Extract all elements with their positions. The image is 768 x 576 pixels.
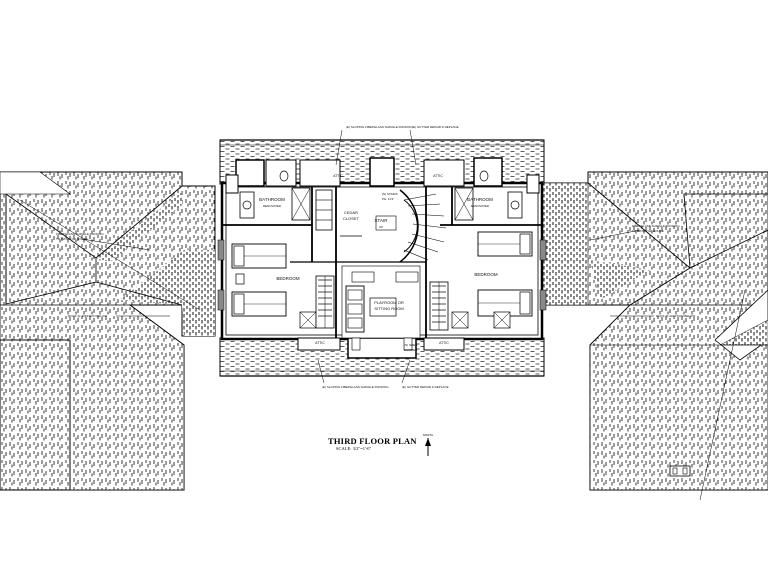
left-bathroom-fixtures bbox=[239, 170, 311, 221]
playroom-label-2: SITTING ROOM bbox=[374, 306, 403, 311]
left-bedroom-beds bbox=[231, 243, 317, 329]
drawing-notes: (E) SLOPING FIBERGLASS SHINGLE ROOFING (… bbox=[56, 125, 695, 437]
left-wardrobe bbox=[315, 275, 335, 329]
right-bathroom-fixtures bbox=[454, 170, 523, 221]
note-bottom-left: (E) SLOPING FIBERGLASS SHINGLE ROOFING bbox=[322, 385, 389, 389]
note-top-right: (E) GUTTER REPAIR & REPLACE bbox=[412, 125, 459, 129]
note-stair-dims: (N) STAIRS bbox=[382, 192, 398, 196]
stair-note: UP bbox=[379, 225, 383, 229]
cedar-closet-label-2: CLOSET bbox=[343, 216, 360, 221]
note-fiber-right-2: TO MATCH (E) HOUSE bbox=[632, 229, 664, 233]
cedar-closet-fixtures bbox=[315, 189, 362, 237]
bedroom-right-label: BEDROOM bbox=[474, 272, 498, 277]
left-roof-wing bbox=[0, 171, 216, 491]
attic-bottom-left-label: ATTIC bbox=[315, 341, 325, 345]
attic-top-right-label: ATTIC bbox=[433, 174, 443, 178]
bathroom-left-note: RENOVATED bbox=[263, 204, 282, 208]
note-dormer-2: DORMER bbox=[404, 348, 418, 352]
drawing-scale: SCALE: 3/2"=1'-0" bbox=[336, 446, 372, 451]
note-dormer: (N) SHED bbox=[404, 343, 418, 347]
attic-top-left-label: ATTIC bbox=[333, 174, 343, 178]
note-fiber-left-2: TO MATCH (E) HOUSE bbox=[56, 237, 88, 241]
right-roof-wing bbox=[541, 171, 768, 501]
bedroom-left-label: BEDROOM bbox=[276, 276, 300, 281]
note-fiber-left: FIBERGLASS SHINGLE ROOFING bbox=[56, 232, 104, 236]
note-bottom-right: (E) GUTTER REPAIR & REPLACE bbox=[402, 385, 449, 389]
playroom-furniture bbox=[341, 265, 421, 351]
note-fiber-right: FIBERGLASS SHINGLE ROOFING bbox=[632, 224, 680, 228]
bathroom-right-label: BATHROOM bbox=[467, 197, 493, 202]
north-arrow-icon bbox=[425, 438, 431, 456]
bathroom-left-label: BATHROOM bbox=[259, 197, 285, 202]
note-stair-dims-2: PH. 11'3" bbox=[382, 197, 394, 201]
note-roof-right: ROOF @ ADDITION BELOW bbox=[656, 314, 695, 318]
cedar-closet-label: CEDAR bbox=[344, 210, 358, 215]
note-top-left: (E) SLOPING FIBERGLASS SHINGLE ROOFING bbox=[346, 125, 413, 129]
attic-bottom-right-label: ATTIC bbox=[439, 341, 449, 345]
spiral-stair bbox=[375, 189, 447, 263]
annotation-leaders bbox=[81, 129, 654, 384]
bathroom-right-note: RENOVATED bbox=[471, 204, 490, 208]
stair-label: STAIR bbox=[375, 218, 389, 223]
note-roof-left: ROOF @ ADDITION BELOW bbox=[68, 314, 107, 318]
north-label: NORTH bbox=[423, 433, 434, 437]
right-wardrobe bbox=[429, 281, 449, 331]
playroom-label: PLAYROOM OR bbox=[374, 300, 404, 305]
right-bedroom-beds bbox=[451, 231, 533, 329]
room-labels: BATHROOM RENOVATED BATHROOM RENOVATED CE… bbox=[259, 174, 498, 345]
drawing-title: THIRD FLOOR PLAN bbox=[328, 436, 417, 446]
